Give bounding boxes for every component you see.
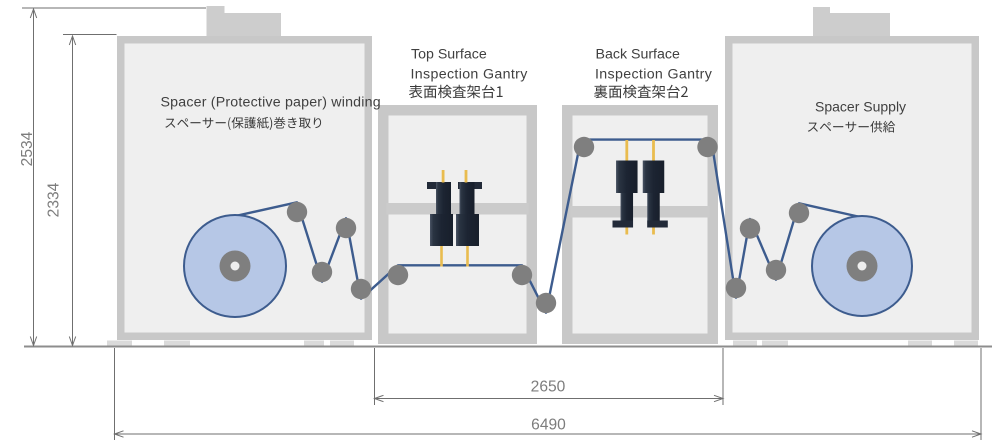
svg-text:Back Surface: Back Surface bbox=[596, 47, 680, 63]
svg-text:2334: 2334 bbox=[46, 182, 63, 217]
svg-text:Spacer (Protective paper) wind: Spacer (Protective paper) winding bbox=[161, 95, 381, 111]
svg-text:Spacer Supply: Spacer Supply bbox=[815, 99, 906, 115]
svg-text:2650: 2650 bbox=[531, 379, 566, 396]
svg-text:6490: 6490 bbox=[531, 417, 566, 434]
svg-text:Top Surface: Top Surface bbox=[411, 47, 487, 63]
svg-text:2534: 2534 bbox=[19, 131, 36, 166]
svg-text:Inspection Gantry: Inspection Gantry bbox=[411, 67, 529, 83]
svg-text:Inspection Gantry: Inspection Gantry bbox=[595, 67, 713, 83]
